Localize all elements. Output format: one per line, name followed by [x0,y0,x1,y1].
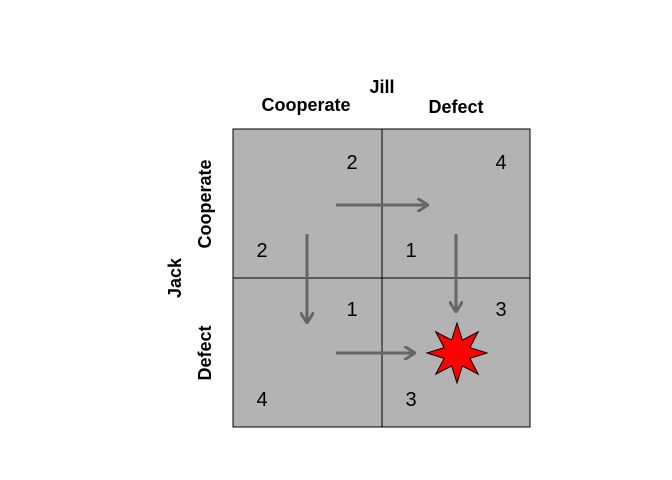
payoff-cc-jill: 2 [346,152,357,174]
payoff-cd-jill: 4 [495,152,506,174]
payoff-cd-jack: 1 [405,240,416,262]
payoff-cc-jack: 2 [256,240,267,262]
column-player-label: Jill [369,77,394,97]
payoff-dd-jack: 3 [405,389,416,411]
payoff-dd-jill: 3 [495,299,506,321]
column-strategy-cooperate: Cooperate [261,95,350,115]
payoff-dc-jack: 4 [256,389,267,411]
payoff-dc-jill: 1 [346,299,357,321]
row-player-label: Jack [165,257,185,298]
column-strategy-defect: Defect [428,97,483,117]
row-strategy-defect: Defect [195,325,215,380]
row-strategy-cooperate: Cooperate [195,159,215,248]
equilibrium-star-icon [425,321,489,385]
